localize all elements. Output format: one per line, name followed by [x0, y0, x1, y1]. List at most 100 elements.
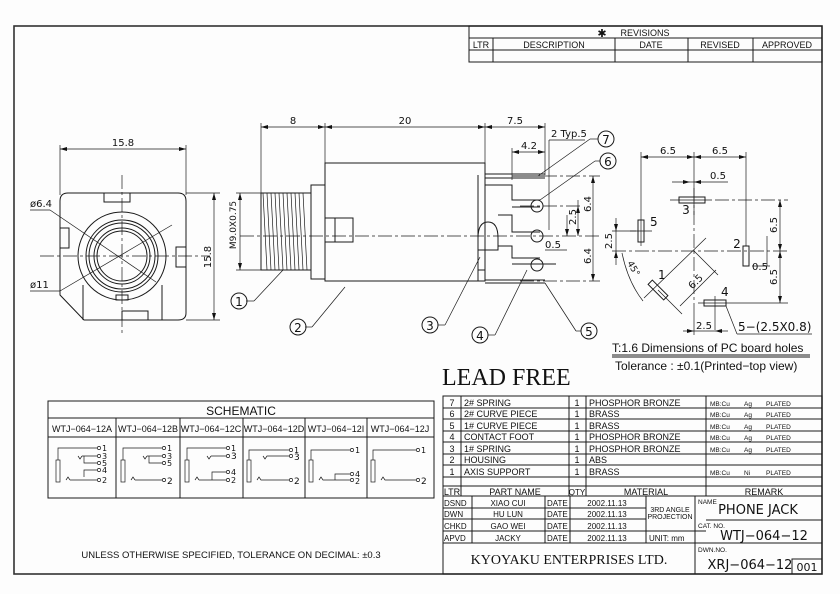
svg-text:6: 6 — [604, 155, 612, 169]
pcb-dim-offset-right: 0.5 — [752, 262, 768, 273]
bom-remark-finish: PLATED — [766, 435, 791, 442]
bom-material: BRASS — [589, 409, 620, 419]
signoff-name: JACKY — [495, 534, 521, 543]
star-icon: ✱ — [597, 27, 606, 40]
signoff-name: XIAO CUI — [490, 499, 525, 508]
sheet-box — [791, 558, 823, 575]
dim-mid-pitch: 2.5 — [568, 209, 579, 225]
bom-remark-base: MB:Cu — [710, 424, 730, 431]
revisions-table: ✱ REVISIONS LTR DESCRIPTION DATE REVISED… — [468, 25, 823, 63]
front-view: 15.8 ø6.4 ø11 15.8 — [30, 138, 220, 335]
balloon-4: 4 — [471, 269, 528, 344]
balloon-5: 5 — [544, 282, 598, 340]
pin-7 — [485, 173, 545, 179]
unit-label: UNIT: mm — [649, 534, 685, 543]
signoff-row: APVD JACKY DATE 2002.11.13 — [444, 534, 627, 543]
svg-text:5: 5 — [585, 325, 593, 339]
svg-text:4: 4 — [476, 329, 484, 343]
bom-qty: 1 — [574, 432, 579, 442]
rev-header-description: DESCRIPTION — [523, 40, 585, 50]
signoff-role: DWN — [444, 510, 463, 519]
dim-thread-length: 8 — [290, 116, 296, 127]
svg-text:2: 2 — [355, 477, 360, 486]
revisions-title: REVISIONS — [620, 28, 669, 38]
svg-text:2: 2 — [421, 477, 427, 487]
bom-qty: 1 — [574, 467, 579, 477]
svg-text:2: 2 — [167, 477, 173, 487]
schematic-variant-j: WTJ−064−12J — [371, 424, 430, 434]
title-block — [442, 495, 823, 575]
bom-header-remark: REMARK — [745, 487, 784, 497]
bom-part-name: CONTACT FOOT — [464, 432, 535, 442]
pcb-holes-view: 6.5 6.5 0.5 3 5 2.5 2 0.5 — [604, 146, 812, 373]
bom-ltr: 7 — [449, 398, 454, 408]
pcb-pin-4-label: 4 — [721, 285, 729, 299]
pcb-note-line2: Tolerance : ±0.1(Printed−top view) — [615, 359, 797, 373]
signoff-role: DSND — [444, 499, 467, 508]
svg-text:3: 3 — [167, 452, 172, 461]
bom-qty: 1 — [574, 421, 579, 431]
bom-table — [442, 395, 823, 497]
dim-pins-length: 7.5 — [507, 116, 523, 127]
signoff-date: 2002.11.13 — [587, 534, 627, 543]
outer-diameter-dim: ø11 — [30, 280, 49, 291]
signoff-date: 2002.11.13 — [587, 510, 627, 519]
bom-part-name: 1# SPRING — [464, 444, 511, 454]
pcb-dim-bottom: 2.5 — [696, 321, 712, 332]
thread-spec: M9.0X0.75 — [229, 201, 239, 249]
balloon-2: 2 — [289, 286, 346, 336]
signoff-date-label: DATE — [547, 499, 568, 508]
rev-header-revised: REVISED — [700, 40, 740, 50]
svg-text:1: 1 — [355, 446, 360, 455]
svg-text:4: 4 — [355, 470, 360, 479]
drawing-number: XRJ−064−12 — [708, 558, 793, 573]
pcb-dim-angle: 45° — [624, 260, 641, 279]
bom-remark-finish: PLATED — [766, 424, 791, 431]
svg-text:4: 4 — [102, 466, 107, 475]
pcb-holes-note: 5−(2.5X0.8) — [738, 320, 811, 334]
bom-ltr: 2 — [449, 455, 454, 465]
signoff-date: 2002.11.13 — [587, 499, 627, 508]
signoff-date-label: DATE — [547, 534, 568, 543]
bom-part-name: AXIS SUPPORT — [464, 467, 531, 477]
part-name: PHONE JACK — [718, 503, 798, 518]
bom-remark-plating: Ag — [744, 412, 752, 419]
bom-remark-finish: PLATED — [766, 412, 791, 419]
bom-material: PHOSPHOR BRONZE — [589, 398, 681, 408]
bom-material: ABS — [589, 455, 607, 465]
schematic-circuit-i: 1 4 2 — [308, 446, 360, 486]
pcb-dim-right-upper: 6.5 — [769, 217, 780, 233]
projection-line2: PROJECTION — [647, 514, 692, 521]
bom-remark-base: MB:Cu — [710, 447, 730, 454]
name-label: NAME — [698, 499, 717, 506]
projection-line1: 3RD ANGLE — [650, 507, 690, 514]
bom-ltr: 5 — [449, 421, 454, 431]
schematic-variant-a: WTJ−064−12A — [52, 424, 112, 434]
bom-part-name: 2# SPRING — [464, 398, 511, 408]
bom-ltr: 6 — [449, 409, 454, 419]
bom-remark-base: MB:Cu — [710, 412, 730, 419]
signoff-date: 2002.11.13 — [587, 522, 627, 531]
thread-lines — [262, 192, 308, 271]
svg-text:5: 5 — [102, 459, 107, 468]
svg-text:2: 2 — [294, 477, 300, 487]
dim-offset: 0.5 — [545, 240, 561, 251]
pcb-pin-5-label: 5 — [650, 215, 658, 229]
signoff-role: APVD — [444, 534, 466, 543]
schematic-circuit-a: 1 3 5 4 2 — [55, 444, 107, 485]
tolerance-note: UNLESS OTHERWISE SPECIFIED, TOLERANCE ON… — [81, 550, 380, 561]
pcb-dim-offset-top: 0.5 — [710, 171, 726, 182]
svg-text:1: 1 — [235, 295, 243, 309]
drawing-frame — [13, 25, 823, 575]
dim-lower-pitch: 6.4 — [583, 248, 594, 264]
bom-header-part-name: PART NAME — [489, 487, 541, 497]
